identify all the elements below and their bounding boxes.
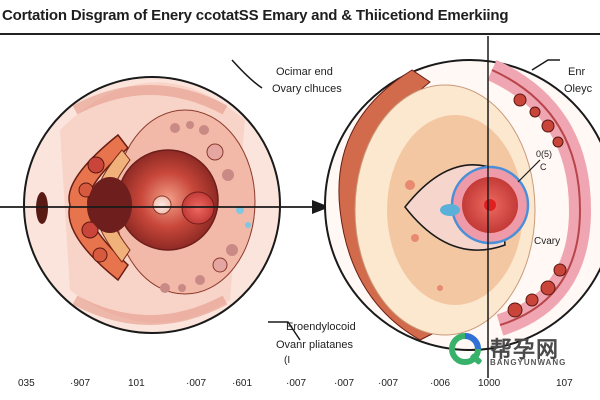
title-divider [0,33,600,35]
left-follicle-cluster [160,121,251,293]
right-ovary-label: Cvary [534,236,560,247]
bottom-axis-ticks: 035 ·907 101 ·007 ·601 ·007 ·007 ·007 ·0… [0,378,600,396]
left-top-label-2: Ovary clhuces [272,83,342,95]
right-mid-leader [517,159,541,183]
axis-tick: ·907 [70,378,91,389]
right-band-outline [491,69,582,326]
right-top-leader [531,59,560,71]
right-small-cells [405,180,443,291]
watermark-q-icon [449,333,482,365]
watermark-english-text: BANGYUNWANG [490,358,567,367]
left-bottom-leader [268,321,301,341]
left-top-leader [231,59,263,89]
axis-tick: 1000 [478,378,501,389]
axis-tick: 101 [128,378,145,389]
axis-arrowhead [312,200,330,214]
diagram-title: Cortation Disgram of Enery ccotatSS Emar… [2,7,509,24]
right-mid-label-1: 0(5) [536,149,552,159]
right-egg-nucleus [484,199,496,211]
axis-tick: ·007 [286,378,307,389]
left-small-cell [152,195,172,215]
axis-tick: 035 [18,378,35,389]
left-egg-cell [181,191,215,225]
axis-tick: ·007 [378,378,399,389]
left-bottom-label-1: Eroendylocoid [286,321,356,333]
right-mid-label-2: C [540,162,547,172]
left-bottom-band [72,295,228,325]
axis-tick: 107 [556,378,573,389]
axis-tick: ·006 [430,378,451,389]
right-top-label-2: Oleyc [564,83,593,95]
left-top-band [72,85,228,115]
left-dark-chamber [88,177,132,233]
right-band-follicles [507,93,567,318]
left-bottom-label-2: Ovanr pliatanes [276,339,354,351]
axis-tick: ·007 [186,378,207,389]
left-ovary-diagram [23,59,301,341]
right-ovary-diagram [324,36,600,378]
right-top-label-1: Enr [568,66,585,78]
watermark-logo: 帮孕网 BANGYUNWANG [446,330,596,372]
left-bottom-label-3: (I [284,355,290,366]
left-edge-opening [36,192,48,224]
right-fluid-drop [440,204,460,216]
left-fold-follicles [78,156,108,263]
left-top-label-1: Ocimar end [276,66,333,78]
axis-tick: ·601 [232,378,253,389]
watermark-chinese-text: 帮孕网 [490,338,560,363]
axis-tick: ·007 [334,378,355,389]
